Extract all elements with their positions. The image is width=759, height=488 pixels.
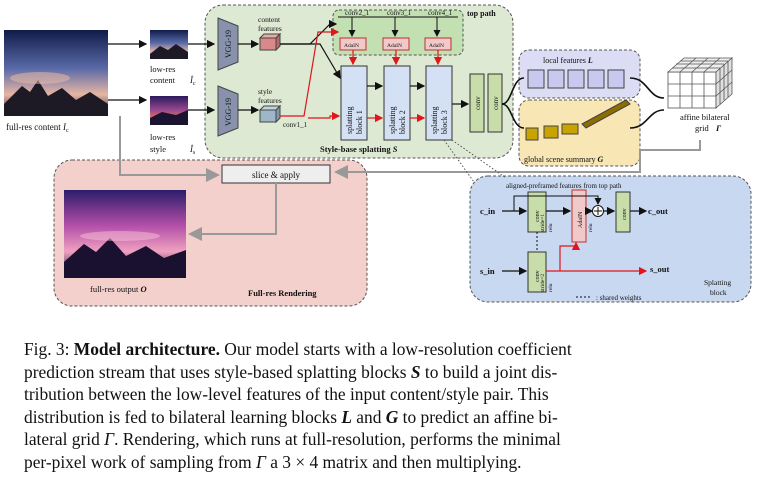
adain-box-1: AdaIN: [339, 37, 367, 51]
style-splatting-label: Style-base splatting S: [320, 144, 398, 154]
splatting-block-3: splatting block 3: [425, 65, 453, 141]
global-summary-panel: [518, 99, 641, 167]
figure-caption: Fig. 3: Model architecture. Our model st…: [24, 338, 738, 474]
slice-apply-box: slice & apply: [221, 164, 331, 184]
conv3-label: conv3_1: [387, 9, 412, 17]
svg-text:AdaIN: AdaIN: [578, 211, 584, 228]
caption-line-2: prediction stream that uses style-based …: [24, 361, 558, 382]
svg-text:block 2: block 2: [398, 110, 407, 134]
adain-small-box: AdaIN: [571, 189, 587, 243]
caption-line-3: tribution between the low-level features…: [24, 384, 549, 405]
content-features-cube: [258, 32, 282, 52]
caption-line-1: Fig. 3: Model architecture. Our model st…: [24, 339, 572, 359]
svg-text:conv: conv: [474, 96, 482, 110]
global-summary-stack: [525, 99, 631, 141]
full-res-content-label: full-res content Ic: [6, 122, 69, 134]
full-res-output-image: [64, 190, 186, 278]
svg-text:conv: conv: [535, 210, 541, 222]
svg-text:stride=2: stride=2: [540, 274, 546, 292]
svg-text:splatting: splatting: [388, 106, 397, 134]
full-res-rendering-label: Full-res Rendering: [248, 288, 317, 298]
style-features-cube: [258, 104, 282, 124]
affine-grid: [666, 57, 734, 109]
low-res-style-image: [150, 96, 188, 125]
caption-line-4: distribution is fed to bilateral learnin…: [24, 406, 558, 427]
svg-text:block 1: block 1: [355, 110, 364, 134]
svg-text:VGG-19: VGG-19: [224, 98, 233, 126]
full-res-output-label: full-res output O: [90, 284, 147, 294]
aligned-label: aligned-preframed features from top path: [506, 182, 622, 190]
conv-column-2: conv: [487, 73, 503, 133]
low-res-content-image: [150, 30, 188, 59]
global-summary-label: global scene summary G: [524, 155, 604, 164]
svg-text:splatting: splatting: [430, 106, 439, 134]
conv1-label: conv1_1: [283, 121, 308, 129]
conv-small-box: conv: [615, 191, 631, 233]
shared-weights-legend: : shared weights: [576, 294, 642, 302]
s-in-label: s_in: [480, 266, 495, 276]
svg-text:block 3: block 3: [440, 110, 449, 134]
svg-text:AdaIN: AdaIN: [344, 43, 359, 49]
local-features-stack: [527, 69, 625, 89]
relu-label-3: relu: [548, 283, 554, 292]
svg-text:AdaIN: AdaIN: [387, 43, 402, 49]
conv2-label: conv2_1: [345, 9, 370, 17]
svg-text:conv: conv: [535, 270, 541, 282]
caption-line-5: lateral grid Γ. Rendering, which runs at…: [24, 429, 561, 450]
svg-text:slice & apply: slice & apply: [252, 170, 300, 180]
conv-stride2-box: conv stride=2: [527, 251, 547, 293]
svg-text:conv: conv: [622, 208, 628, 220]
splatting-block-2: splatting block 2: [383, 65, 411, 141]
relu-label-1: relu: [548, 223, 554, 232]
c-out-label: c_out: [648, 206, 668, 216]
conv-stride1-box: conv stride=1: [527, 191, 547, 233]
vgg-top: VGG-19: [217, 17, 239, 71]
relu-label-2: relu: [588, 223, 594, 232]
adain-box-2: AdaIN: [382, 37, 410, 51]
vgg-bottom: VGG-19: [217, 85, 239, 137]
svg-text:AdaIN: AdaIN: [429, 43, 444, 49]
top-path-label: top path: [467, 9, 496, 18]
svg-text:stride=1: stride=1: [540, 214, 546, 232]
conv4-label: conv4_1: [428, 9, 453, 17]
svg-text:conv: conv: [492, 96, 500, 110]
full-res-content-image: [4, 30, 108, 116]
svg-text:: shared weights: : shared weights: [596, 294, 642, 302]
caption-line-6: per-pixel work of sampling from Γ a 3 × …: [24, 451, 522, 472]
c-in-label: c_in: [480, 206, 495, 216]
local-features-label: local features L: [543, 56, 593, 65]
svg-text:splatting: splatting: [345, 106, 354, 134]
low-res-content-label: low-res content Îc: [150, 64, 196, 87]
conv-column-1: conv: [469, 73, 485, 133]
s-out-label: s_out: [650, 264, 670, 274]
splatting-block-1: splatting block 1: [340, 65, 368, 141]
plus-node: [592, 205, 604, 217]
adain-box-3: AdaIN: [424, 37, 452, 51]
low-res-style-label: low-res style Îs: [150, 132, 196, 156]
svg-text:VGG-19: VGG-19: [224, 30, 233, 58]
